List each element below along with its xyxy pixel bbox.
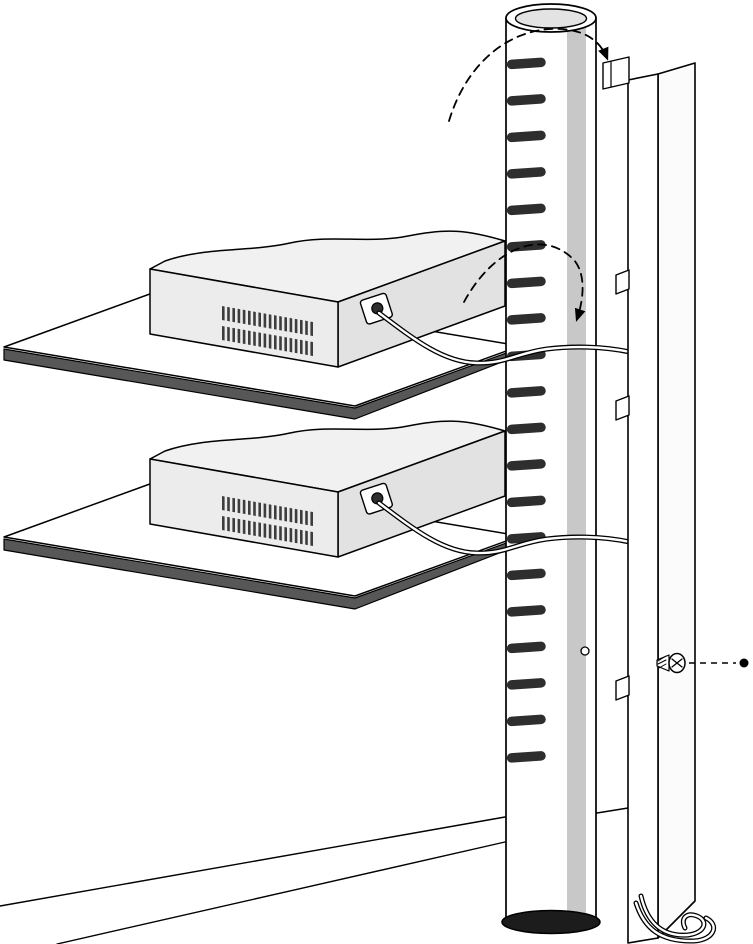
exit-cable-bundle <box>633 893 717 944</box>
screw-drive-cross <box>671 658 683 668</box>
cable-slot <box>506 203 546 216</box>
table-edge-line <box>0 816 506 907</box>
insert-into-slot-arrow <box>463 243 586 322</box>
column-shading-stripe <box>567 22 586 918</box>
bundle-strand-core <box>634 901 715 943</box>
mounting-hole <box>580 646 590 656</box>
cable-slot <box>506 386 546 398</box>
cable-slot <box>506 641 546 654</box>
cable-slot <box>506 130 546 143</box>
post-cable-clips <box>615 269 630 701</box>
cable-slot <box>506 94 546 106</box>
table-edge-line <box>56 841 506 944</box>
cable-slot <box>506 605 546 617</box>
cable-slot <box>506 167 546 179</box>
cable-slot <box>506 459 546 471</box>
cable-slot <box>506 276 546 289</box>
cable-slot <box>506 495 546 508</box>
mounting-screw <box>656 652 686 674</box>
cable-slot <box>506 57 546 70</box>
cable-clip <box>615 395 630 421</box>
lower-shelf-assembly <box>3 420 521 610</box>
post-channel-flange <box>602 56 630 90</box>
cable-slot <box>506 568 546 581</box>
routing-guides <box>448 27 609 322</box>
cable-clip <box>615 269 630 295</box>
column-top-opening <box>514 8 588 29</box>
drop-into-channel-arrow <box>448 27 609 122</box>
cable-slot <box>506 422 546 435</box>
cable-slot <box>506 313 546 325</box>
screw-threads <box>657 655 667 669</box>
cable-slot <box>506 714 546 727</box>
column-base <box>501 909 601 935</box>
cable-organizer-column <box>501 3 601 935</box>
table-edges <box>0 807 629 944</box>
table-edge-line <box>596 807 629 814</box>
alignment-dot <box>739 658 749 668</box>
post-front-face <box>627 73 659 944</box>
upper-shelf-assembly <box>3 230 521 420</box>
bundle-strand-core <box>639 894 706 937</box>
cable-slot <box>506 678 546 690</box>
post-right-face <box>657 62 696 939</box>
support-post <box>602 56 749 944</box>
cable-clip <box>615 675 630 701</box>
cable-slot <box>506 751 546 763</box>
